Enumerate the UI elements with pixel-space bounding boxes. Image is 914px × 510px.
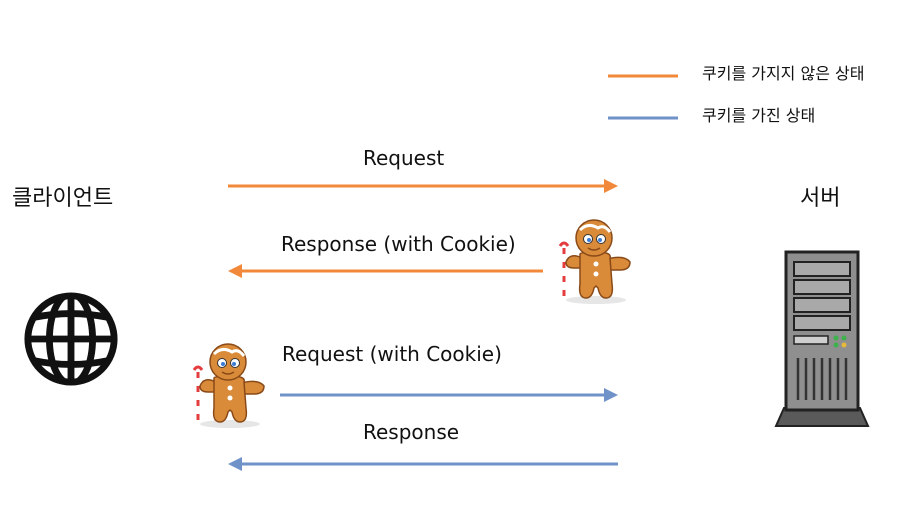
legend-line-without-cookie xyxy=(608,74,678,78)
gingerbread-cookie-icon xyxy=(558,219,631,304)
message-request-with-cookie-label: Request (with Cookie) xyxy=(282,342,502,366)
legend-label-with-cookie: 쿠키를 가진 상태 xyxy=(702,106,816,125)
message-response-with-cookie-label: Response (with Cookie) xyxy=(281,232,516,256)
message-request-label: Request xyxy=(363,146,445,170)
server-tower-icon xyxy=(774,250,870,427)
globe-icon xyxy=(24,292,118,386)
legend-label-without-cookie: 쿠키를 가지지 않은 상태 xyxy=(702,64,865,83)
legend-line-with-cookie xyxy=(608,116,678,120)
client-label: 클라이언트 xyxy=(12,186,114,211)
gingerbread-cookie-icon xyxy=(192,343,265,428)
message-response-label: Response xyxy=(363,420,460,444)
server-label: 서버 xyxy=(800,186,841,211)
